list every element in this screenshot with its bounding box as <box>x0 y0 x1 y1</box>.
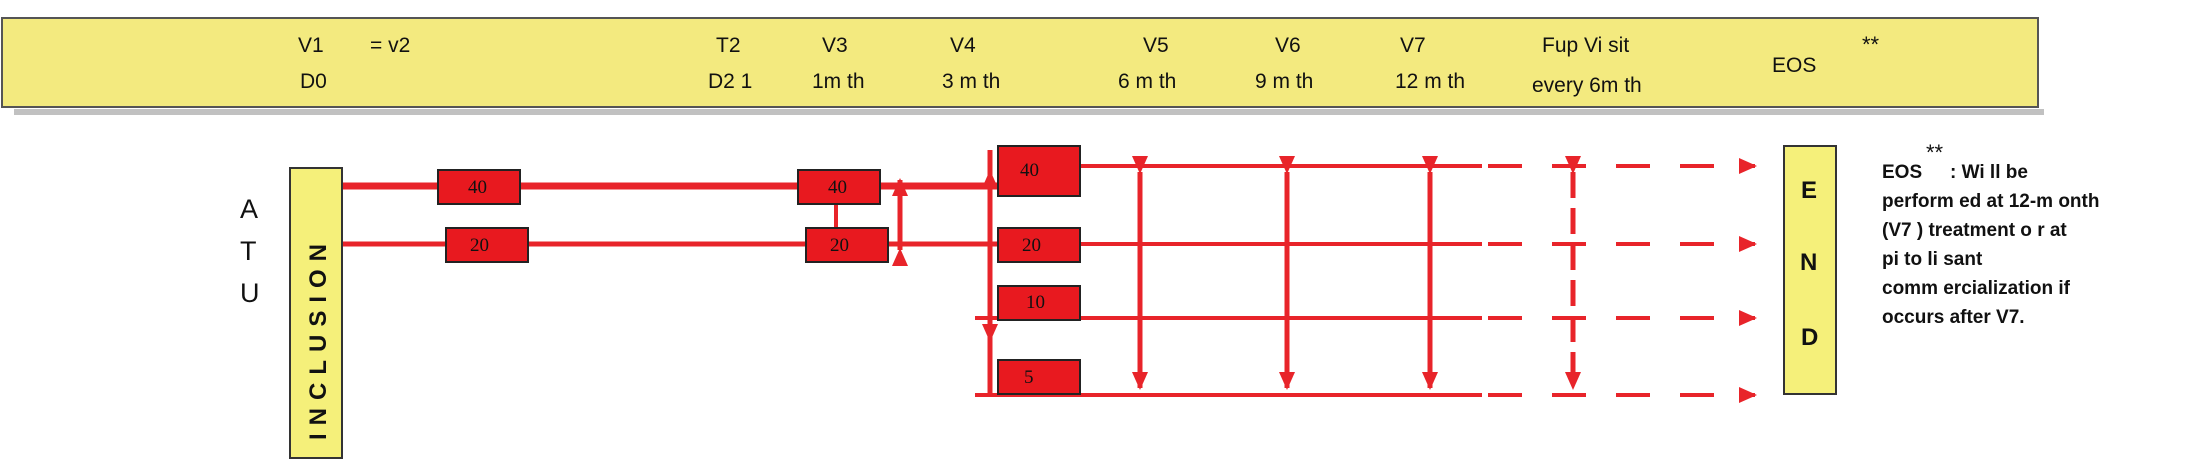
header-eos-stars: ** <box>1862 32 1880 57</box>
end-letter-d: D <box>1801 324 1818 351</box>
header-v3: V3 <box>822 34 848 57</box>
end-letter-e: E <box>1801 177 1817 204</box>
header-d0: D0 <box>300 70 327 93</box>
dose-label-v4-40: 40 <box>1020 160 1039 181</box>
note-stars: ** <box>1926 140 1944 165</box>
dose-label-v4-5: 5 <box>1024 367 1034 388</box>
header-v4: V4 <box>950 34 976 57</box>
header-v5-sub: 6 m th <box>1118 70 1176 93</box>
dose-box-v4-10 <box>997 285 1081 321</box>
note-title: EOS <box>1882 162 1922 183</box>
header-v3-sub: 1m th <box>812 70 865 93</box>
header-fup: Fup Vi sit <box>1542 34 1629 57</box>
note-line-4: pi to li sant <box>1882 249 1983 270</box>
dose-box-v4-20 <box>997 227 1081 263</box>
header-d21: D2 1 <box>708 70 752 93</box>
note-line-5: comm ercialization if <box>1882 278 2071 299</box>
dose-label-lower-2: 20 <box>830 235 849 256</box>
atu-letter-a: A <box>240 194 258 224</box>
note-line-2: perform ed at 12-m onth <box>1882 191 2099 212</box>
end-box <box>1783 145 1837 395</box>
note-line-3: (V7 ) treatment o r at <box>1882 220 2067 241</box>
dose-label-lower-1: 20 <box>470 235 489 256</box>
atu-letter-t: T <box>240 236 257 266</box>
note-line-1: : Wi ll be <box>1950 162 2028 183</box>
inclusion-label: INCLUSION <box>305 236 332 440</box>
header-v6: V6 <box>1275 34 1301 57</box>
header-v7-sub: 12 m th <box>1395 70 1465 93</box>
inclusion-box <box>289 167 343 459</box>
dose-box-lower-1 <box>445 227 529 263</box>
header-v1-eq: = v2 <box>370 34 410 57</box>
dose-box-v4-5 <box>997 359 1081 395</box>
dose-label-upper-2: 40 <box>828 177 847 198</box>
header-v4-sub: 3 m th <box>942 70 1000 93</box>
header-v1: V1 <box>298 34 324 57</box>
dose-label-upper-1: 40 <box>468 177 487 198</box>
dose-box-upper-1 <box>437 169 521 205</box>
header-eos: EOS <box>1772 54 1816 77</box>
header-t2: T2 <box>716 34 741 57</box>
dose-box-upper-2 <box>797 169 881 205</box>
dose-box-v4-40 <box>997 145 1081 197</box>
header-fup-sub: every 6m th <box>1532 74 1642 97</box>
header-v6-sub: 9 m th <box>1255 70 1313 93</box>
atu-letter-u: U <box>240 278 260 308</box>
header-bar <box>1 17 2039 108</box>
dose-label-v4-10: 10 <box>1026 292 1045 313</box>
dose-box-lower-2 <box>805 227 889 263</box>
note-line-6: occurs after V7. <box>1882 307 2025 328</box>
header-v5: V5 <box>1143 34 1169 57</box>
header-v7: V7 <box>1400 34 1426 57</box>
dose-label-v4-20: 20 <box>1022 235 1041 256</box>
end-letter-n: N <box>1800 249 1817 276</box>
